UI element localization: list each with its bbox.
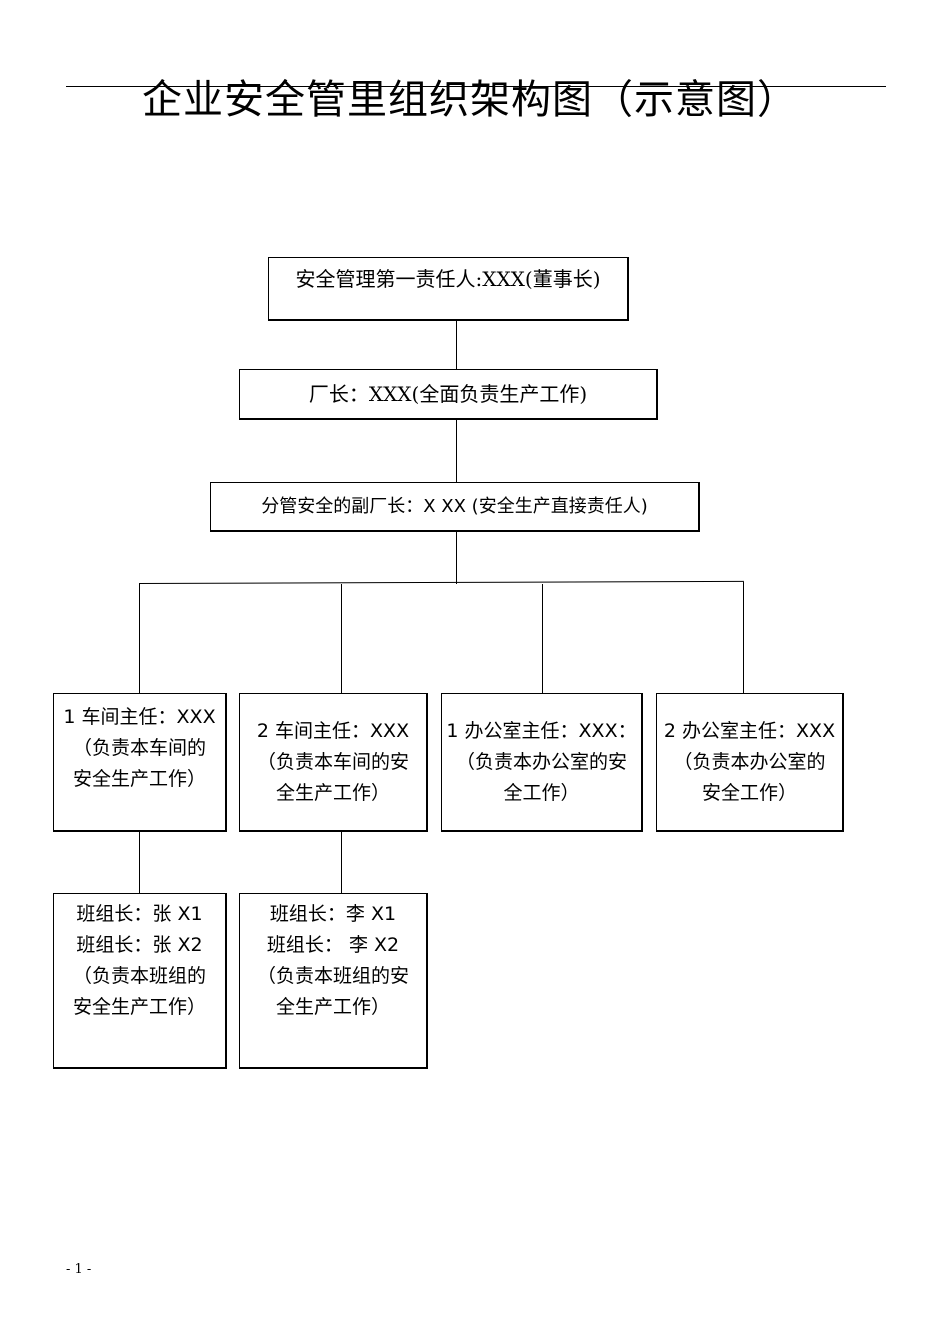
node-office-2: 2 办公室主任：XXX （负责本办公室的 安全工作） — [656, 693, 844, 832]
node-team-2: 班组长：李 X1 班组长： 李 X2 （负责本班组的安 全生产工作） — [239, 893, 428, 1069]
team-2-leader-1: 班组长：李 X1 — [269, 903, 397, 925]
node-office-1: 1 办公室主任：XXX： （负责本办公室的安 全工作） — [441, 693, 643, 832]
header-rule — [66, 86, 886, 87]
office-2-title: 2 办公室主任：XXX — [663, 719, 836, 742]
node-deputy-director: 分管安全的副厂长：X XX (安全生产直接责任人) — [210, 482, 700, 532]
workshop-2-duty-line1: （负责本车间的安 — [256, 750, 409, 773]
node-team-1: 班组长：张 X1 班组长：张 X2 （负责本班组的 安全生产工作） — [53, 893, 227, 1069]
connector-workshop2-team2 — [341, 830, 342, 894]
node-workshop-1: 1 车间主任：XXX （负责本车间的 安全生产工作） — [53, 693, 227, 832]
node-workshop-2: 2 车间主任：XXX （负责本车间的安 全生产工作） — [239, 693, 428, 832]
connector-bus-office2 — [743, 582, 744, 694]
chart-title: 企业安全管里组织架构图（示意图） — [142, 77, 798, 123]
team-1-leader-1: 班组长：张 X1 — [76, 903, 203, 925]
workshop-1-duty-line2: 安全生产工作） — [72, 768, 206, 790]
team-1-duty-line1: （负责本班组的 — [72, 965, 206, 987]
team-2-leader-2: 班组长： 李 X2 — [266, 934, 400, 956]
office-2-duty-line1: （负责本办公室的 — [673, 750, 826, 773]
connector-chairman-director — [456, 319, 457, 370]
page-number: - 1 - — [66, 1262, 92, 1277]
connector-deputy-bus — [456, 531, 457, 584]
workshop-1-duty-line1: （负责本车间的 — [72, 737, 206, 759]
office-1-duty-line2: 全工作） — [503, 781, 580, 804]
team-2-duty-line2: 全生产工作） — [275, 996, 390, 1018]
workshop-2-title: 2 车间主任：XXX — [256, 719, 410, 742]
office-1-duty-line1: （负责本办公室的安 — [455, 750, 627, 773]
connector-director-deputy — [456, 418, 457, 482]
node-deputy-director-text: 分管安全的副厂长：X XX (安全生产直接责任人) — [261, 496, 648, 517]
node-chairman: 安全管理第一责任人:XXX(董事长) — [268, 257, 629, 321]
workshop-1-title: 1 车间主任：XXX — [63, 706, 216, 728]
connector-bus — [138, 580, 744, 584]
node-chairman-text: 安全管理第一责任人:XXX(董事长) — [295, 267, 601, 291]
node-factory-director-text: 厂长：XXX(全面负责生产工作) — [308, 381, 588, 406]
connector-bus-office1 — [542, 584, 543, 694]
workshop-2-duty-line2: 全生产工作） — [275, 781, 390, 804]
team-1-duty-line2: 安全生产工作） — [72, 996, 206, 1018]
connector-workshop1-team1 — [139, 830, 140, 894]
connector-bus-workshop1 — [139, 584, 140, 694]
office-1-title: 1 办公室主任：XXX： — [446, 719, 637, 742]
node-factory-director: 厂长：XXX(全面负责生产工作) — [239, 369, 658, 420]
team-2-duty-line1: （负责本班组的安 — [256, 965, 409, 987]
team-1-leader-2: 班组长：张 X2 — [76, 934, 203, 956]
office-2-duty-line2: 安全工作） — [701, 781, 797, 804]
connector-bus-workshop2 — [341, 584, 342, 694]
